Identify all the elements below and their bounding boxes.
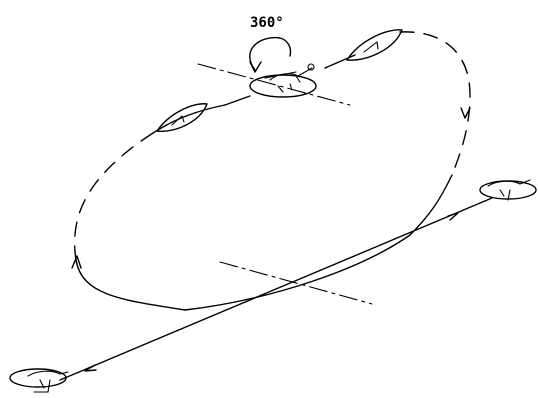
helicopter-icon — [264, 63, 315, 93]
helicopter-icon — [487, 179, 531, 201]
rotor-disc-2 — [346, 29, 403, 61]
track-arrow-icon — [84, 364, 97, 372]
hover-reference-cross — [197, 63, 351, 106]
helicopter-icon — [27, 370, 69, 393]
rotation-arrow-icon — [249, 61, 262, 73]
flight-loop — [71, 31, 471, 311]
track-arrow-icon — [447, 212, 459, 221]
hover-helicopter: 360° — [249, 15, 317, 98]
loop-arrow-up-icon — [71, 255, 82, 269]
ground-track — [59, 197, 493, 381]
rotation-label: 360° — [250, 15, 284, 31]
end-helicopter — [9, 368, 69, 393]
loop-arrow-down-icon — [460, 107, 471, 119]
rotor-disc-1 — [156, 103, 208, 132]
reference-cross — [219, 261, 373, 305]
start-helicopter — [479, 179, 537, 201]
rotation-arc — [249, 36, 292, 71]
